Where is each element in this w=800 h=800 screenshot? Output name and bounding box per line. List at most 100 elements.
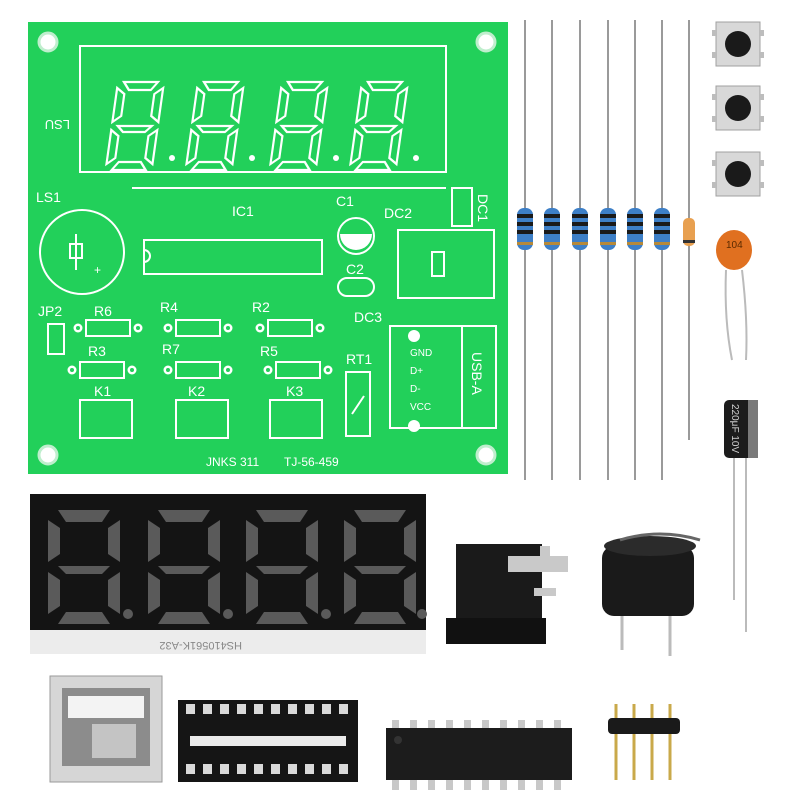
- jp2-footprint: [47, 323, 65, 355]
- mount-hole: [37, 31, 59, 53]
- chip-pin: [500, 780, 507, 790]
- socket-pin: [271, 704, 280, 714]
- label-r2: R2: [252, 299, 270, 315]
- label-dminus: D-: [410, 384, 421, 395]
- label-r4: R4: [160, 299, 178, 315]
- chip-pin: [500, 720, 507, 728]
- usb-a-connector: [49, 675, 163, 783]
- c2-footprint: [337, 277, 375, 297]
- chip-pin: [410, 780, 417, 790]
- label-dc1: DC1: [475, 194, 491, 222]
- socket-pin: [305, 704, 314, 714]
- solder-pad: [133, 323, 143, 333]
- electrolytic-capacitor: 220μF 10V: [724, 400, 758, 632]
- label-gnd: GND: [410, 348, 432, 359]
- display-module: HS410561K-A32: [30, 494, 427, 654]
- socket-pin: [254, 704, 263, 714]
- socket-pin: [254, 764, 263, 774]
- solder-pad: [163, 365, 173, 375]
- chip-pin: [518, 720, 525, 728]
- r4-footprint: [175, 319, 221, 337]
- pcb-substrate: [28, 22, 508, 474]
- electrolytic-marking: 220μF 10V: [729, 404, 740, 453]
- socket-pin: [203, 764, 212, 774]
- solder-pad: [255, 323, 265, 333]
- label-usb: USB-A: [469, 352, 485, 395]
- r6-footprint: [85, 319, 131, 337]
- buzzer-footprint: [39, 209, 125, 295]
- r2-footprint: [267, 319, 313, 337]
- label-c2: C2: [346, 261, 364, 277]
- socket-pin: [186, 764, 195, 774]
- solder-pad: [315, 323, 325, 333]
- label-ic1: IC1: [232, 203, 254, 219]
- solder-pad: [73, 323, 83, 333]
- socket-pin: [339, 764, 348, 774]
- diode: [683, 20, 695, 440]
- solder-pad: [163, 323, 173, 333]
- label-r3: R3: [88, 343, 106, 359]
- socket-pin: [322, 764, 331, 774]
- solder-pad: [263, 365, 273, 375]
- chip-pin: [392, 780, 399, 790]
- resistor: [599, 19, 617, 481]
- solder-pad: [323, 365, 333, 375]
- r3-footprint: [79, 361, 125, 379]
- mount-hole: [475, 444, 497, 466]
- header-pins: [608, 718, 680, 734]
- label-k1: K1: [94, 383, 111, 399]
- k2-footprint: [175, 399, 229, 439]
- resistor: [543, 19, 561, 481]
- tact-switch: [711, 21, 765, 67]
- display-outline: [79, 45, 447, 173]
- chip-pin: [536, 720, 543, 728]
- dc-jack: [446, 544, 568, 644]
- k1-footprint: [79, 399, 133, 439]
- chip-pin: [428, 780, 435, 790]
- socket-pin: [186, 704, 195, 714]
- tact-switch: [711, 151, 765, 197]
- usb-footprint: [389, 325, 497, 429]
- label-rt1: RT1: [346, 351, 372, 367]
- label-jp2: JP2: [38, 303, 62, 319]
- socket-pin: [271, 764, 280, 774]
- r5-footprint: [275, 361, 321, 379]
- resistor: [653, 19, 671, 481]
- chip-pin: [482, 780, 489, 790]
- label-r5: R5: [260, 343, 278, 359]
- mirrored-label: LSU: [45, 117, 70, 132]
- dc1-footprint: [451, 187, 473, 227]
- label-k2: K2: [188, 383, 205, 399]
- dc2-footprint: [397, 229, 495, 299]
- socket-pin: [203, 704, 212, 714]
- socket-pin: [288, 704, 297, 714]
- tact-switch: [711, 85, 765, 131]
- label-maker: JNKS 311: [206, 455, 259, 469]
- chip-pin: [554, 780, 561, 790]
- chip-pin: [392, 720, 399, 728]
- c1-footprint: [337, 217, 375, 255]
- label-r6: R6: [94, 303, 112, 319]
- chip-pin: [410, 720, 417, 728]
- label-r7: R7: [162, 341, 180, 357]
- resistor: [626, 19, 644, 481]
- capacitor-disc: [716, 230, 752, 270]
- socket-pin: [322, 704, 331, 714]
- chip-pin: [464, 720, 471, 728]
- ceramic-capacitor: 104: [716, 230, 752, 361]
- label-plus: +: [94, 263, 101, 277]
- socket-pin: [339, 704, 348, 714]
- label-dc3: DC3: [354, 309, 382, 325]
- socket-pin: [220, 704, 229, 714]
- resistor: [516, 19, 534, 481]
- chip-pin: [446, 780, 453, 790]
- label-ls1: LS1: [36, 189, 61, 205]
- solder-pad: [67, 365, 77, 375]
- k3-footprint: [269, 399, 323, 439]
- label-dc2: DC2: [384, 205, 412, 221]
- solder-pad: [127, 365, 137, 375]
- ic-chip: [386, 728, 572, 780]
- socket-pin: [237, 764, 246, 774]
- label-dplus: D+: [410, 366, 423, 377]
- mount-hole: [475, 31, 497, 53]
